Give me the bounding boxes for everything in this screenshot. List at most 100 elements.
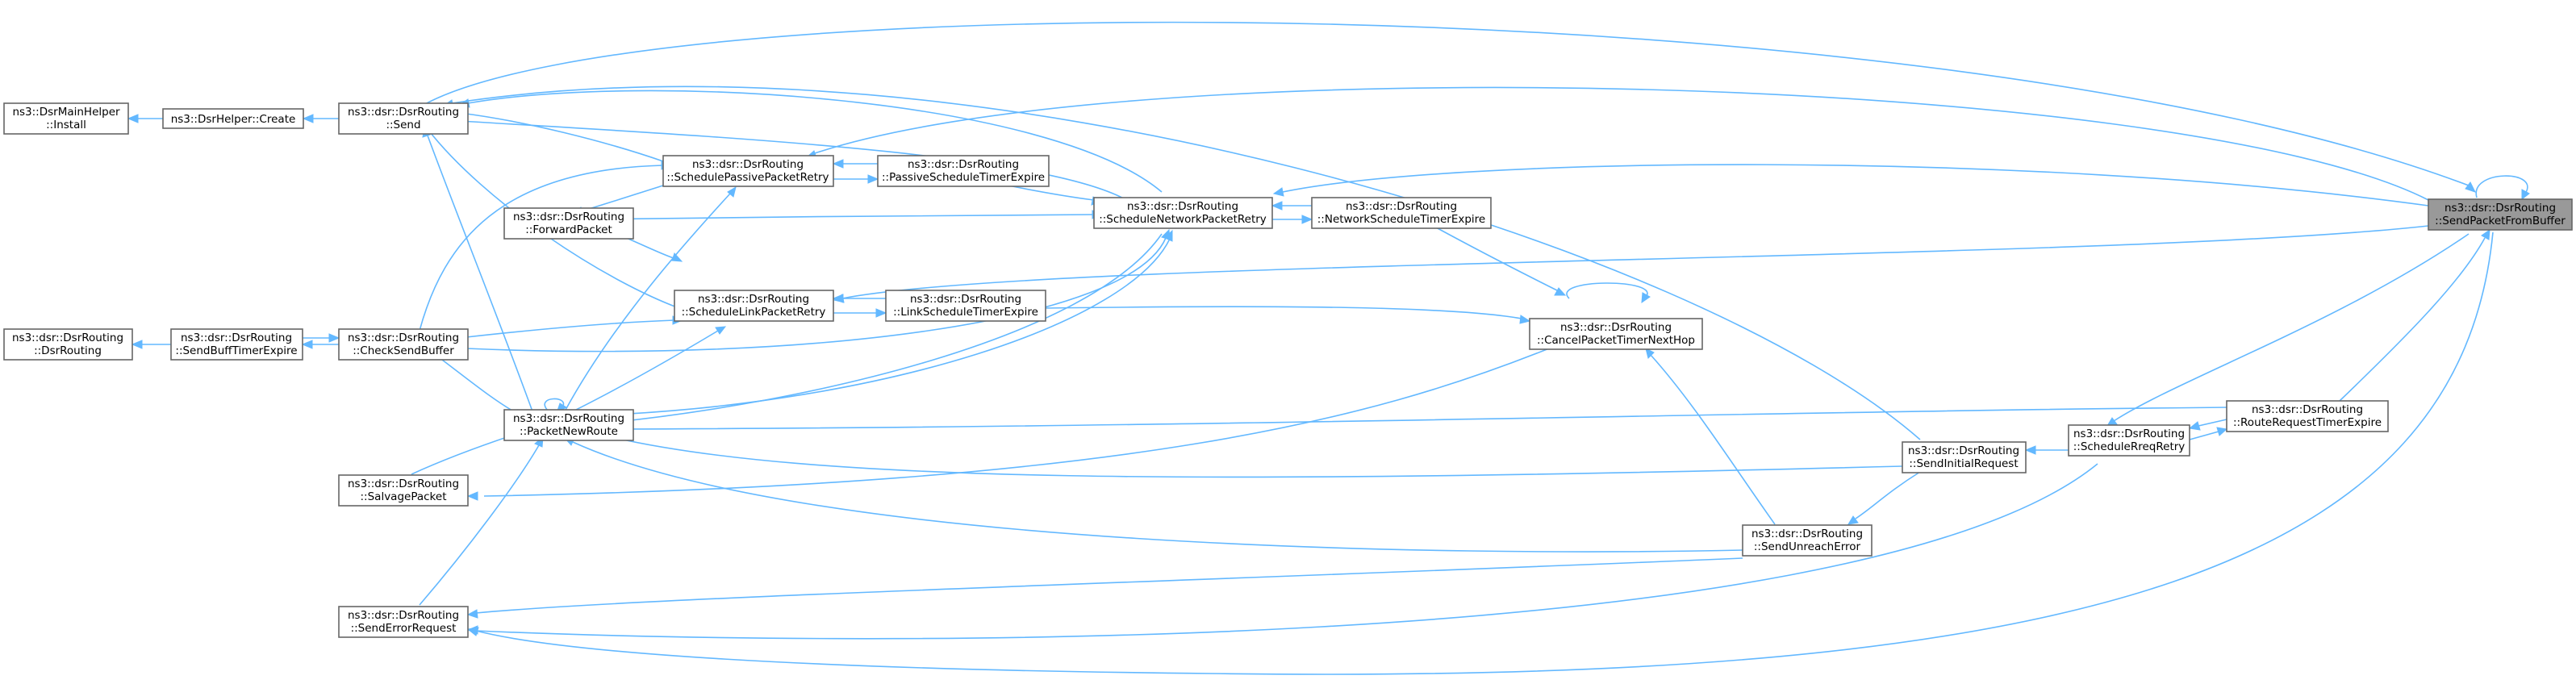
node-dsrrouting-schedulelinkpacketretry[interactable]: ns3::dsr::DsrRouting ::ScheduleLinkPacke… <box>674 290 834 322</box>
svg-text:ns3::DsrHelper::Create: ns3::DsrHelper::Create <box>171 113 296 126</box>
edge-send-to-create <box>302 114 339 123</box>
edge-packetnewroute-to-schedulepassive <box>564 186 737 412</box>
svg-text:::ForwardPacket: ::ForwardPacket <box>525 223 612 236</box>
edge-create-to-install <box>127 114 163 123</box>
node-dsrrouting-senderrorrequest[interactable]: ns3::dsr::DsrRouting ::SendErrorRequest <box>338 606 469 638</box>
edges <box>127 21 2530 675</box>
node-dsrrouting-sendinitialrequest[interactable]: ns3::dsr::DsrRouting ::SendInitialReques… <box>1902 441 2027 473</box>
edge-schedulerreq-to-rreqtimerexpire <box>2189 427 2228 440</box>
edge-sendinitial-to-send <box>442 86 1921 440</box>
svg-text:::Install: ::Install <box>46 119 86 131</box>
svg-text:::SendBuffTimerExpire: ::SendBuffTimerExpire <box>175 344 297 357</box>
edge-sendunreach-to-cancelnexthop <box>1645 348 1776 525</box>
svg-text:ns3::dsr::DsrRouting: ns3::dsr::DsrRouting <box>910 293 1021 306</box>
svg-text:ns3::dsr::DsrRouting: ns3::dsr::DsrRouting <box>348 609 459 622</box>
node-dsrrouting-linkscheduletimerexpire[interactable]: ns3::dsr::DsrRouting ::LinkScheduleTimer… <box>885 290 1046 322</box>
edge-sendunreach-to-senderrorrequest <box>466 557 1743 619</box>
edge-checksendbuffer-to-packetnewroute <box>435 354 526 419</box>
svg-text:ns3::dsr::DsrRouting: ns3::dsr::DsrRouting <box>348 478 459 490</box>
edge-packetnewroute-to-send <box>422 126 533 412</box>
edge-schedulepassive-to-passivetimerexpire <box>833 174 879 184</box>
svg-text:::ScheduleRreqRetry: ::ScheduleRreqRetry <box>2073 440 2186 453</box>
node-dsrrouting-sendpacketfrombuffer[interactable]: ns3::dsr::DsrRouting ::SendPacketFromBuf… <box>2428 198 2573 231</box>
svg-text:ns3::dsr::DsrRouting: ns3::dsr::DsrRouting <box>2073 428 2185 440</box>
svg-text:::PassiveScheduleTimerExpire: ::PassiveScheduleTimerExpire <box>882 171 1045 184</box>
svg-text:::CheckSendBuffer: ::CheckSendBuffer <box>353 344 454 357</box>
edge-sendbufftimerexpire-to-dsrrouting <box>131 340 171 349</box>
svg-text:ns3::dsr::DsrRouting: ns3::dsr::DsrRouting <box>181 332 292 344</box>
svg-text:ns3::dsr::DsrRouting: ns3::dsr::DsrRouting <box>2252 403 2363 416</box>
edge-sendbufftimerexpire-to-checksendbuffer <box>303 333 340 343</box>
edge-cancelnexthop-to-salvagepacket <box>466 348 1550 501</box>
edge-rreqtimerexpire-to-packetnewroute <box>595 407 2229 434</box>
node-dsrrouting-sendbufftimerexpire[interactable]: ns3::dsr::DsrRouting ::SendBuffTimerExpi… <box>170 328 303 361</box>
svg-text:::DsrRouting: ::DsrRouting <box>34 344 102 357</box>
svg-text:ns3::DsrMainHelper: ns3::DsrMainHelper <box>12 106 120 119</box>
svg-text:::SendInitialRequest: ::SendInitialRequest <box>1909 457 2018 470</box>
svg-text:ns3::dsr::DsrRouting: ns3::dsr::DsrRouting <box>2444 202 2556 215</box>
svg-text:::LinkScheduleTimerExpire: ::LinkScheduleTimerExpire <box>893 306 1038 319</box>
node-dsrrouting-passivescheduletimerexpire[interactable]: ns3::dsr::DsrRouting ::PassiveScheduleTi… <box>877 155 1050 187</box>
node-dsrmainhelper-install[interactable]: ns3::DsrMainHelper ::Install <box>3 102 129 135</box>
edge-networktimerexpire-to-cancelnexthop <box>1435 227 1567 296</box>
edge-checksendbuffer-to-schedulepassive <box>419 161 673 332</box>
edge-sendinitial-to-packetnewroute <box>595 431 1903 478</box>
svg-text:::SendErrorRequest: ::SendErrorRequest <box>351 622 457 635</box>
edge-packetnewroute-to-schedulelink <box>572 326 727 412</box>
edge-cancelnexthop-self <box>1566 282 1651 304</box>
node-dsrrouting-packetnewroute[interactable]: ns3::dsr::DsrRouting ::PacketNewRoute <box>503 409 634 441</box>
svg-text:ns3::dsr::DsrRouting: ns3::dsr::DsrRouting <box>1908 444 2019 457</box>
edge-linktimerexpire-to-cancelnexthop <box>1045 306 1531 324</box>
svg-text:::ScheduleLinkPacketRetry: ::ScheduleLinkPacketRetry <box>682 306 826 319</box>
node-dsrrouting-ctor[interactable]: ns3::dsr::DsrRouting ::DsrRouting <box>3 328 133 361</box>
edge-checksendbuffer-to-schedulelink <box>466 315 684 338</box>
svg-text:ns3::dsr::DsrRouting: ns3::dsr::DsrRouting <box>348 106 459 119</box>
node-dsrrouting-routerequesttimerexpire[interactable]: ns3::dsr::DsrRouting ::RouteRequestTimer… <box>2226 400 2389 432</box>
svg-text:::SchedulePassivePacketRetry: ::SchedulePassivePacketRetry <box>666 171 829 184</box>
edge-checksendbuffer-to-sendbufftimerexpire <box>301 340 339 349</box>
edge-schedulenetwork-to-networktimerexpire <box>1272 215 1313 224</box>
node-dsrrouting-send[interactable]: ns3::dsr::DsrRouting ::Send <box>338 102 469 135</box>
node-dsrrouting-schedulerreqretry[interactable]: ns3::dsr::DsrRouting ::ScheduleRreqRetry <box>2068 424 2190 457</box>
edge-networktimerexpire-to-schedulenetwork <box>1271 201 1312 211</box>
svg-text:ns3::dsr::DsrRouting: ns3::dsr::DsrRouting <box>1346 200 1457 213</box>
svg-text:::PacketNewRoute: ::PacketNewRoute <box>520 425 618 438</box>
edge-sendfrombuffer-to-sendinitial-hidden <box>2106 233 2470 427</box>
edge-sendinitial-to-sendunreach <box>1847 471 1921 525</box>
svg-text:::SendUnreachError: ::SendUnreachError <box>1754 540 1861 553</box>
node-dsrrouting-cancelpackettimernexthop[interactable]: ns3::dsr::DsrRouting ::CancelPacketTimer… <box>1529 318 1703 350</box>
svg-text:ns3::dsr::DsrRouting: ns3::dsr::DsrRouting <box>1560 321 1672 334</box>
edge-send-to-schedulepassive <box>459 112 673 166</box>
svg-text:ns3::dsr::DsrRouting: ns3::dsr::DsrRouting <box>692 158 804 171</box>
node-dsrhelper-create[interactable]: ns3::DsrHelper::Create <box>162 108 304 129</box>
edge-send-to-sendfrombuffer <box>423 21 2476 193</box>
edge-rreqtimerexpire-to-sendfrombuffer <box>2339 228 2490 402</box>
svg-text:ns3::dsr::DsrRouting: ns3::dsr::DsrRouting <box>12 332 123 344</box>
svg-text:ns3::dsr::DsrRouting: ns3::dsr::DsrRouting <box>513 211 624 223</box>
node-dsrrouting-schedulenetworkpacketretry[interactable]: ns3::dsr::DsrRouting ::ScheduleNetworkPa… <box>1093 197 1273 229</box>
edge-passivetimerexpire-to-schedulenetwork <box>1008 185 1104 206</box>
svg-text:::Send: ::Send <box>386 119 420 131</box>
node-dsrrouting-checksendbuffer[interactable]: ns3::dsr::DsrRouting ::CheckSendBuffer <box>338 328 469 361</box>
svg-text:::NetworkScheduleTimerExpire: ::NetworkScheduleTimerExpire <box>1317 213 1486 226</box>
edge-schedulerreq-to-sendinitial <box>2024 445 2069 455</box>
node-dsrrouting-networkscheduletimerexpire[interactable]: ns3::dsr::DsrRouting ::NetworkScheduleTi… <box>1311 197 1492 229</box>
edge-schedulelink-to-linktimerexpire <box>833 308 887 318</box>
edge-sendfrombuffer-to-schedulelink <box>833 225 2429 303</box>
svg-text:ns3::dsr::DsrRouting: ns3::dsr::DsrRouting <box>1751 528 1863 540</box>
node-dsrrouting-forwardpacket[interactable]: ns3::dsr::DsrRouting ::ForwardPacket <box>503 207 634 240</box>
edge-rreqtimerexpire-to-schedulerreq <box>2188 419 2227 431</box>
svg-text:::RouteRequestTimerExpire: ::RouteRequestTimerExpire <box>2233 416 2382 429</box>
edge-forwardpacket-to-schedulenetwork <box>580 210 1104 220</box>
edge-passivetimerexpire-to-schedulepassive <box>832 159 878 169</box>
node-dsrrouting-sendunreacherror[interactable]: ns3::dsr::DsrRouting ::SendUnreachError <box>1742 524 1873 557</box>
node-dsrrouting-schedulepassivepacketretry[interactable]: ns3::dsr::DsrRouting ::SchedulePassivePa… <box>662 155 834 187</box>
node-dsrrouting-salvagepacket[interactable]: ns3::dsr::DsrRouting ::SalvagePacket <box>338 474 469 507</box>
edge-sendfrombuffer-to-schedulenetwork <box>1272 164 2429 206</box>
svg-text:::CancelPacketTimerNextHop: ::CancelPacketTimerNextHop <box>1537 334 1695 347</box>
svg-text:ns3::dsr::DsrRouting: ns3::dsr::DsrRouting <box>513 412 624 425</box>
svg-text:::ScheduleNetworkPacketRetry: ::ScheduleNetworkPacketRetry <box>1099 213 1267 226</box>
edge-sendfrombuffer-to-schedulepassive <box>805 86 2429 201</box>
svg-text:ns3::dsr::DsrRouting: ns3::dsr::DsrRouting <box>348 332 459 344</box>
